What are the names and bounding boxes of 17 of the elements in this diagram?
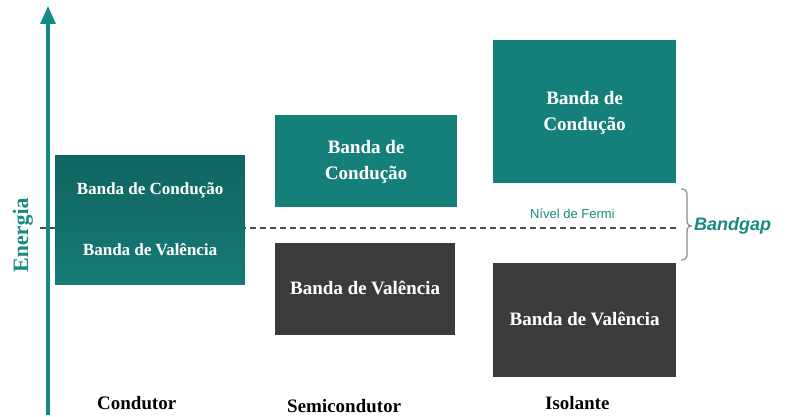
band-label: Banda de Valência	[290, 277, 440, 302]
material-label: Isolante	[545, 393, 610, 415]
band-label: Banda de Valência	[82, 239, 218, 262]
band-label: Banda de Condução	[542, 86, 627, 136]
band-label: Banda de Valência	[510, 308, 660, 332]
band-label: Banda de Condução	[324, 136, 408, 186]
material-label: Condutor	[97, 393, 176, 415]
band-label: Banda de Condução	[76, 178, 224, 200]
energy-band-box	[275, 115, 457, 207]
energy-band-box	[55, 155, 245, 285]
fermi-level-label: Nível de Fermi	[530, 206, 615, 221]
energy-band-box	[493, 263, 676, 377]
energy-band-box	[275, 243, 455, 335]
energy-band-box	[493, 40, 676, 183]
material-label: Semicondutor	[287, 396, 401, 417]
bandgap-label: Bandgap	[694, 214, 772, 235]
axis-label: Energia	[8, 197, 34, 272]
